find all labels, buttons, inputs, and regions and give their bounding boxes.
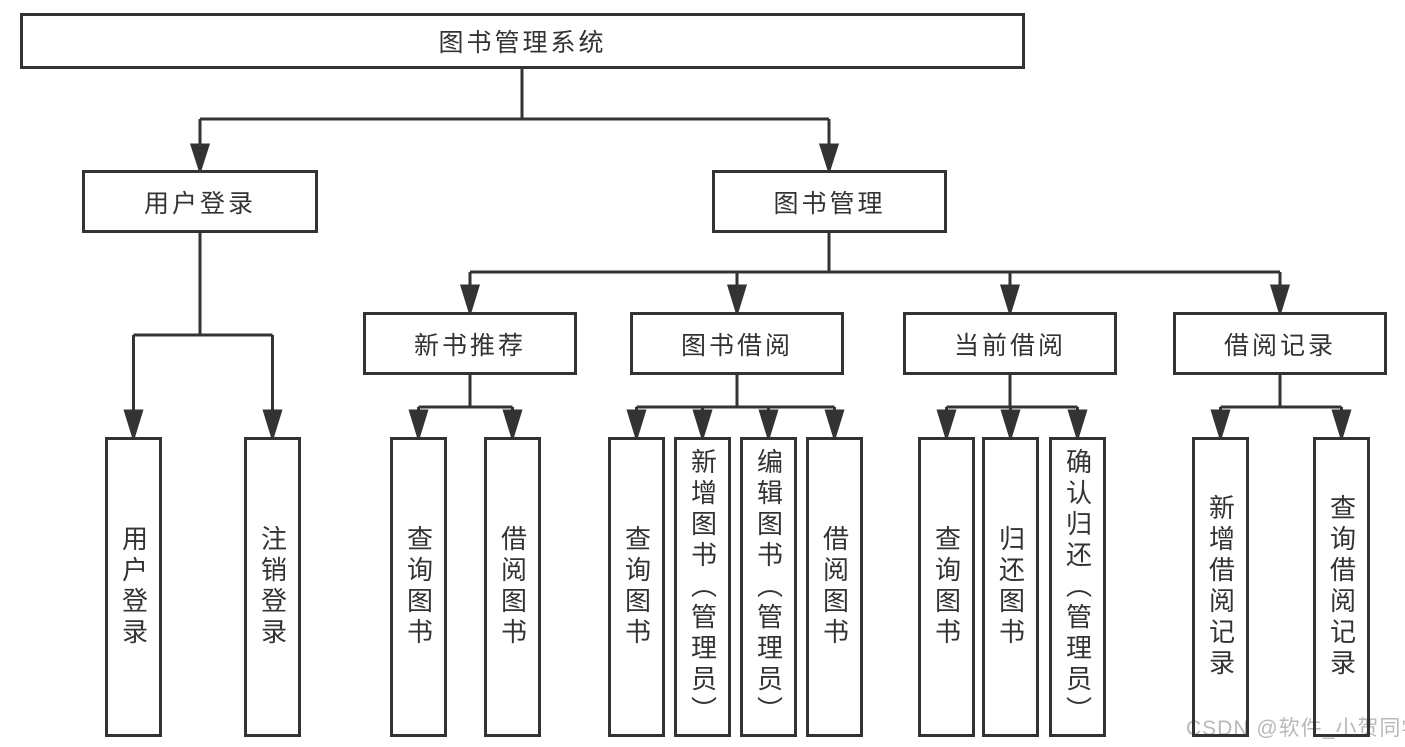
node-book-management: 图书管理 bbox=[712, 170, 947, 233]
node-user-login: 用户登录 bbox=[82, 170, 318, 233]
arrowhead-icon bbox=[1331, 409, 1352, 443]
connector-book-management-children bbox=[459, 233, 1291, 318]
arrowhead-icon bbox=[824, 409, 845, 443]
leaf-add-books-admin: 新增图书（管理员） bbox=[674, 437, 731, 737]
connector-book-borrowing-children bbox=[626, 375, 845, 443]
arrowhead-icon bbox=[726, 284, 748, 318]
leaf-edit-books-admin: 编辑图书（管理员） bbox=[740, 437, 797, 737]
arrowhead-icon bbox=[626, 409, 647, 443]
arrowhead-icon bbox=[262, 409, 283, 443]
arrowhead-icon bbox=[123, 409, 144, 443]
arrowhead-icon bbox=[502, 409, 523, 443]
leaf-add-borrow-record: 新增借阅记录 bbox=[1192, 437, 1249, 737]
connector-current-borrowing-children bbox=[936, 375, 1088, 443]
node-current-borrowing: 当前借阅 bbox=[903, 312, 1117, 375]
leaf-logout: 注销登录 bbox=[244, 437, 301, 737]
leaf-borrow-books: 借阅图书 bbox=[806, 437, 863, 737]
node-book-borrowing: 图书借阅 bbox=[630, 312, 844, 375]
arrowhead-icon bbox=[692, 409, 713, 443]
leaf-confirm-return-admin: 确认归还（管理员） bbox=[1049, 437, 1106, 737]
leaf-user-login: 用户登录 bbox=[105, 437, 162, 737]
node-borrowing-records: 借阅记录 bbox=[1173, 312, 1387, 375]
arrowhead-icon bbox=[1269, 284, 1291, 318]
arrowhead-icon bbox=[936, 409, 957, 443]
arrowhead-icon bbox=[1067, 409, 1088, 443]
leaf-query-borrow-record: 查询借阅记录 bbox=[1313, 437, 1370, 737]
arrowhead-icon bbox=[999, 284, 1021, 318]
leaf-query-books-borrowing: 查询图书 bbox=[608, 437, 665, 737]
arrowhead-icon bbox=[758, 409, 779, 443]
arrowhead-icon bbox=[408, 409, 429, 443]
leaf-query-books-recommend: 查询图书 bbox=[390, 437, 447, 737]
csdn-watermark: CSDN @软件_小贺同学 bbox=[1186, 717, 1405, 740]
leaf-borrow-books-recommend: 借阅图书 bbox=[484, 437, 541, 737]
connector-root-to-level2 bbox=[189, 69, 840, 175]
connector-new-book-rec-children bbox=[408, 375, 523, 443]
leaf-query-books-current: 查询图书 bbox=[918, 437, 975, 737]
arrowhead-icon bbox=[818, 143, 840, 175]
node-new-book-recommendation: 新书推荐 bbox=[363, 312, 577, 375]
arrowhead-icon bbox=[189, 143, 211, 175]
arrowhead-icon bbox=[459, 284, 481, 318]
connector-borrowing-records-children bbox=[1210, 375, 1352, 443]
node-library-management-system: 图书管理系统 bbox=[20, 13, 1025, 69]
arrowhead-icon bbox=[1210, 409, 1231, 443]
arrowhead-icon bbox=[1000, 409, 1021, 443]
connector-user-login-children bbox=[123, 233, 283, 443]
leaf-return-books: 归还图书 bbox=[982, 437, 1039, 737]
